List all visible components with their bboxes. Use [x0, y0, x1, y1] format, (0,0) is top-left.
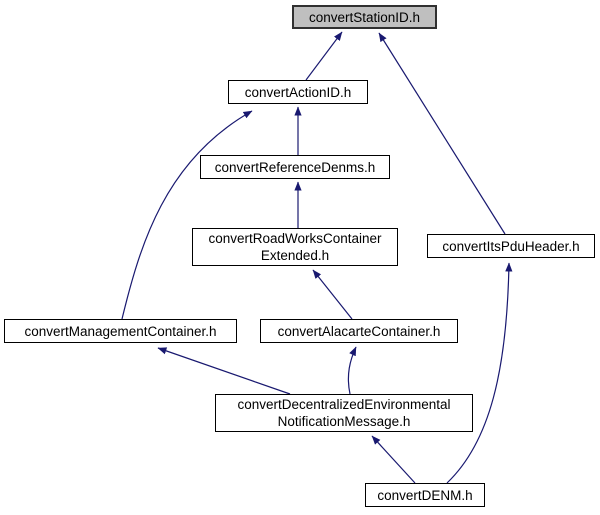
edge-denm-to-itspduheader [446, 262, 513, 484]
node-convertReferenceDenms[interactable]: convertReferenceDenms.h [200, 155, 390, 179]
node-convertManagementContainer[interactable]: convertManagementContainer.h [4, 319, 237, 343]
node-label: convertAlacarteContainer.h [277, 323, 441, 339]
edge-management-to-actionid [121, 110, 253, 320]
node-label: convertActionID.h [244, 84, 352, 100]
edge-decentralized-to-management [157, 347, 291, 395]
edge-actionid-to-stationid [305, 31, 343, 81]
node-convertStationID[interactable]: convertStationID.h [292, 5, 437, 29]
edge-itspduheader-to-stationid [378, 32, 506, 235]
node-convertAlacarteContainer[interactable]: convertAlacarteContainer.h [260, 319, 458, 343]
node-label-line1: convertRoadWorksContainer [208, 231, 382, 246]
node-label-line2: Extended.h [260, 248, 330, 263]
node-label: convertItsPduHeader.h [442, 238, 580, 254]
node-convertActionID[interactable]: convertActionID.h [228, 80, 368, 104]
edge-alacarte-to-roadworks [312, 269, 353, 320]
node-label-line2: NotificationMessage.h [277, 414, 411, 429]
node-convertDecentralizedEnvironmentalNotificationMessage[interactable]: convertDecentralizedEnvironmental Notifi… [215, 394, 473, 432]
edge-decentralized-to-alacarte [347, 346, 357, 395]
node-convertRoadWorksContainerExtended[interactable]: convertRoadWorksContainer Extended.h [192, 228, 398, 266]
node-label: convertManagementContainer.h [24, 323, 217, 339]
node-convertDENM[interactable]: convertDENM.h [365, 483, 485, 507]
node-convertItsPduHeader[interactable]: convertItsPduHeader.h [427, 234, 595, 258]
node-label: convertReferenceDenms.h [214, 159, 376, 175]
node-label: convertStationID.h [308, 9, 421, 25]
node-label: convertDENM.h [377, 487, 473, 503]
edge-denm-to-decentralized [371, 435, 416, 484]
node-label-line1: convertDecentralizedEnvironmental [237, 397, 451, 412]
